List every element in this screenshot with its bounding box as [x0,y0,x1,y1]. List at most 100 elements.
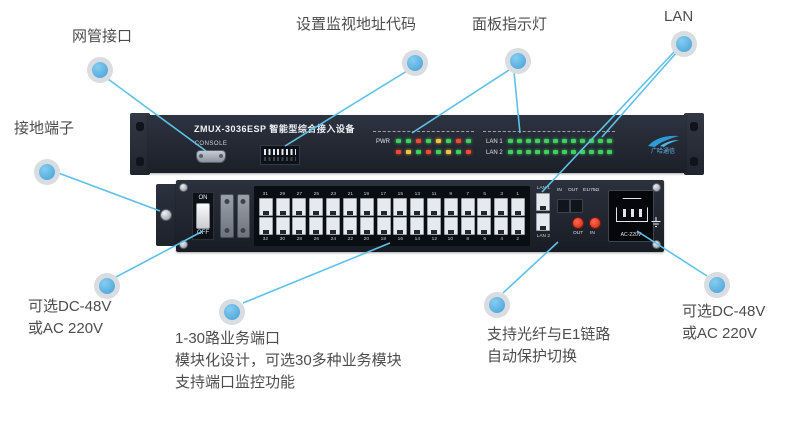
green-led [507,150,513,154]
rack-ear-left [130,113,150,175]
lan1-port-label: LAN 1 [536,185,550,191]
label-power-left: 可选DC-48V 或AC 220V [28,296,111,340]
green-led [597,139,603,143]
rj45-port [494,216,509,235]
port-number-top: 9 [449,191,453,196]
red-led [466,150,471,154]
rj45-port [460,197,475,216]
callout-dot-dip-address [402,50,428,76]
port-number-top: 23 [330,191,336,196]
rj45-port [443,197,458,216]
callout-dot-power-right [704,272,730,298]
port-number-bottom: 10 [448,236,454,241]
rj45-port [393,197,408,216]
port-number-bottom: 32 [263,236,269,241]
fiber-in-label: IN [557,188,562,193]
lan2-port-label: LAN 2 [536,233,550,239]
rj45-port [309,197,324,216]
label-lan: LAN [664,8,694,25]
label-line: 支持光纤与E1链路 [487,326,611,343]
port-column: 13 14 [410,191,425,242]
green-led [570,139,576,143]
port-number-top: 3 [499,191,503,196]
rj45-port [393,216,408,235]
lan-led-labels: LAN 1 LAN 2 [486,139,503,157]
green-led [597,150,603,154]
callout-dot-service-ports [219,299,245,325]
rj45-port [309,216,324,235]
front-panel: ZMUX-3036ESP 智能型综合接入设备 CONSOLE PWR LAN 1… [148,115,686,173]
green-led [466,139,471,143]
rocker-switch-icon [196,203,210,229]
db9-connector-icon [196,150,226,163]
callout-dot-panel-leds [505,48,531,74]
port-number-top: 7 [466,191,469,196]
rj45-port [443,216,458,235]
ac-power-inlet: AC-220V [608,190,654,242]
lan2-led-label: LAN 2 [486,150,503,156]
green-led [561,139,567,143]
green-led [570,150,576,154]
callout-dot-fiber-e1 [484,292,510,318]
red-led [456,139,461,143]
ac-voltage-label: AC-220V [620,232,642,238]
rj45-port [410,216,425,235]
label-dip-address: 设置监视地址代码 [296,16,417,33]
power-switch: ON OFF [192,192,214,240]
green-led [426,139,431,143]
rj45-port [258,216,273,235]
rj45-port [292,216,307,235]
led-group-ports: LAN 1 LAN 2 [483,131,615,157]
rj45-port [342,216,357,235]
port-number-top: 13 [414,191,420,196]
label-ground: 接地端子 [14,120,75,137]
rj45-port [426,197,441,216]
green-led [516,150,522,154]
red-led [416,139,421,143]
rj45-port [511,216,525,235]
green-led [525,150,531,154]
rj45-port [326,197,341,216]
port-number-top: 29 [279,191,286,196]
port-number-top: 25 [313,191,319,196]
rj45-port [376,216,391,235]
green-led [534,150,540,154]
green-led [552,139,558,143]
green-led [446,139,451,143]
rj45-port [275,197,290,216]
red-led [396,150,401,154]
port-number-bottom: 28 [296,236,303,241]
yellow-led [406,150,411,154]
e1-out-label: OUT [573,231,584,236]
green-led [588,139,594,143]
ground-symbol-icon [651,217,661,228]
green-led [406,139,411,143]
port-number-bottom: 30 [279,236,286,241]
port-number-bottom: 16 [397,236,403,241]
dip-switch-ticks [264,149,296,155]
port-number-top: 19 [364,191,370,196]
label-line: 可选DC-48V [28,298,112,315]
fiber-e1-section: IN OUT E1/75Ω OUT IN [556,188,608,246]
status-led-grid [396,139,471,154]
lan1-port [536,193,550,211]
rj45-port [460,216,475,235]
lan-port-column: LAN 1 LAN 2 [532,185,554,247]
green-led [561,150,567,154]
optical-port-in-icon [557,199,570,213]
dc-terminal-connector [220,194,234,238]
fiber-out-label: OUT [568,188,579,193]
rj45-port [477,197,492,216]
rj45-port [359,216,374,235]
label-line: 或AC 220V [682,325,758,342]
e1-in-label: IN [590,231,595,236]
green-led [525,139,531,143]
pwr-led-label: PWR [376,139,390,145]
optical-port-out-icon [570,199,583,213]
port-number-bottom: 14 [414,236,420,241]
